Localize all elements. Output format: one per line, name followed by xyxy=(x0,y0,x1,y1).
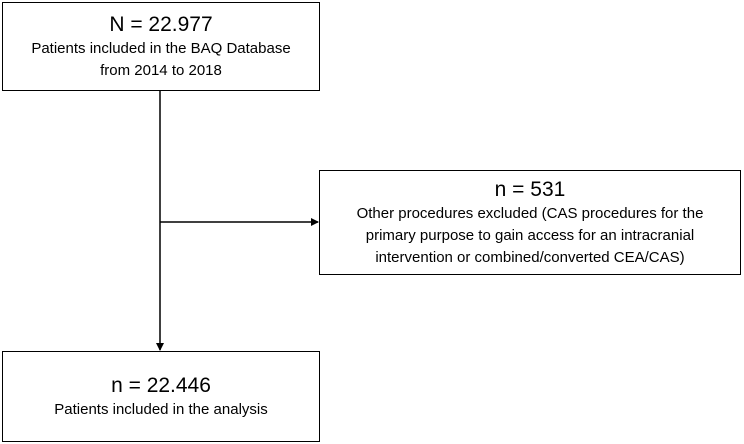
excluded-description-line-2: primary purpose to gain access for an in… xyxy=(365,226,695,244)
excluded-description-line-3: intervention or combined/converted CEA/C… xyxy=(375,248,685,266)
database-description-line-2: from 2014 to 2018 xyxy=(100,61,222,79)
excluded-procedures-box: n = 531 Other procedures excluded (CAS p… xyxy=(319,170,741,275)
analysis-description: Patients included in the analysis xyxy=(54,400,268,418)
database-count: N = 22.977 xyxy=(109,12,213,36)
analysis-count: n = 22.446 xyxy=(111,373,211,397)
excluded-description-line-1: Other procedures excluded (CAS procedure… xyxy=(356,204,704,222)
database-description-line-1: Patients included in the BAQ Database xyxy=(31,39,291,57)
included-database-box: N = 22.977 Patients included in the BAQ … xyxy=(2,2,320,91)
analysis-cohort-box: n = 22.446 Patients included in the anal… xyxy=(2,351,320,442)
excluded-count: n = 531 xyxy=(494,177,566,201)
